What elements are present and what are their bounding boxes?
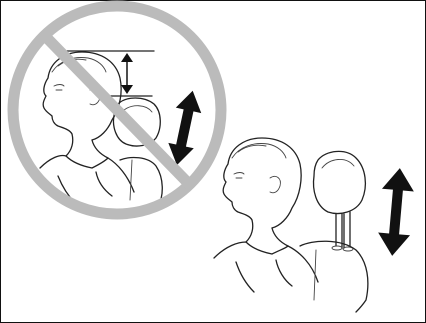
correct-posture-figure <box>213 137 369 313</box>
correct-seam <box>313 249 317 301</box>
post-guide-right <box>342 246 354 252</box>
correct-torso <box>213 241 319 293</box>
double-arrow-icon-left <box>168 90 202 166</box>
incorrect-seam <box>129 159 133 201</box>
post-guide-left <box>331 245 343 251</box>
gap-measure-icon <box>65 50 155 97</box>
correct-neck <box>245 219 289 247</box>
correct-ear <box>269 175 281 194</box>
headrest-posts <box>335 211 351 249</box>
double-arrow-icon-right <box>378 168 414 256</box>
correct-headrest-contour <box>321 159 355 169</box>
prohibition-icon <box>7 0 227 220</box>
incorrect-neck <box>65 133 109 159</box>
incorrect-headrest <box>112 97 161 147</box>
incorrect-seatback <box>119 156 163 207</box>
incorrect-headrest-contour <box>123 105 153 113</box>
correct-headrest <box>312 150 367 215</box>
incorrect-posture-figure <box>39 51 163 207</box>
incorrect-eye <box>53 84 65 91</box>
correct-seatback <box>299 240 369 313</box>
correct-hair <box>231 143 287 159</box>
correct-eye <box>233 172 245 179</box>
correct-head <box>222 137 302 229</box>
